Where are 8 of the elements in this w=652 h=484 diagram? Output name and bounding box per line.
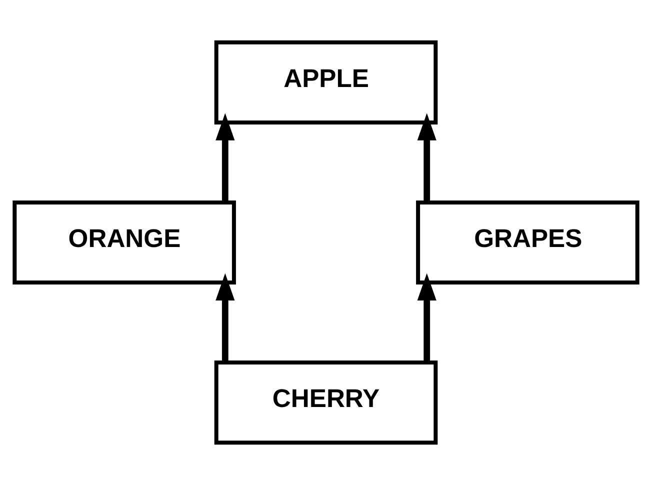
node-box: GRAPES	[416, 200, 640, 284]
arrow	[216, 112, 235, 202]
node-box: CHERRY	[214, 360, 438, 444]
arrow	[417, 272, 436, 362]
node-box: ORANGE	[12, 200, 236, 284]
arrow	[417, 112, 436, 202]
arrow	[216, 272, 235, 362]
node-box: APPLE	[214, 40, 438, 124]
